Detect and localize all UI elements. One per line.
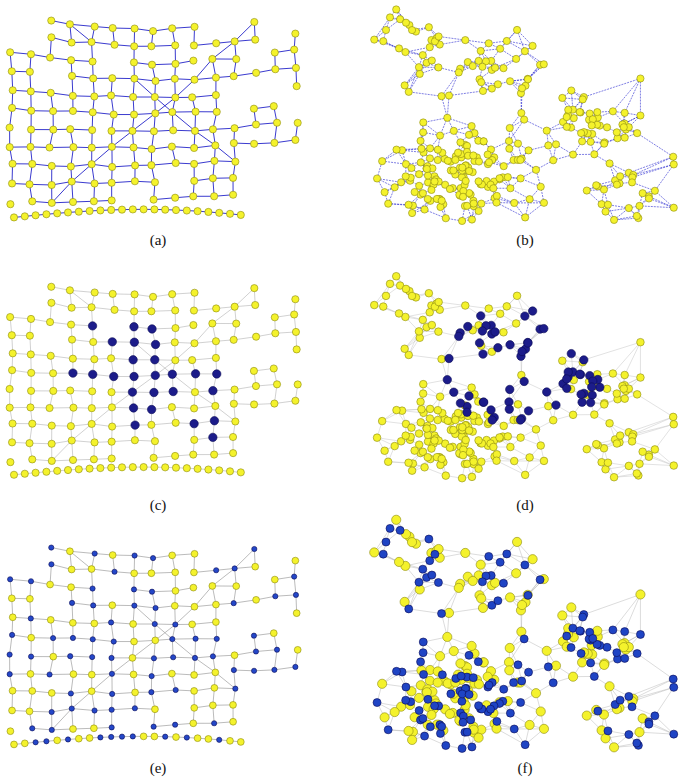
figure: (a)(b)(c)(d)(e)(f) bbox=[0, 0, 685, 784]
